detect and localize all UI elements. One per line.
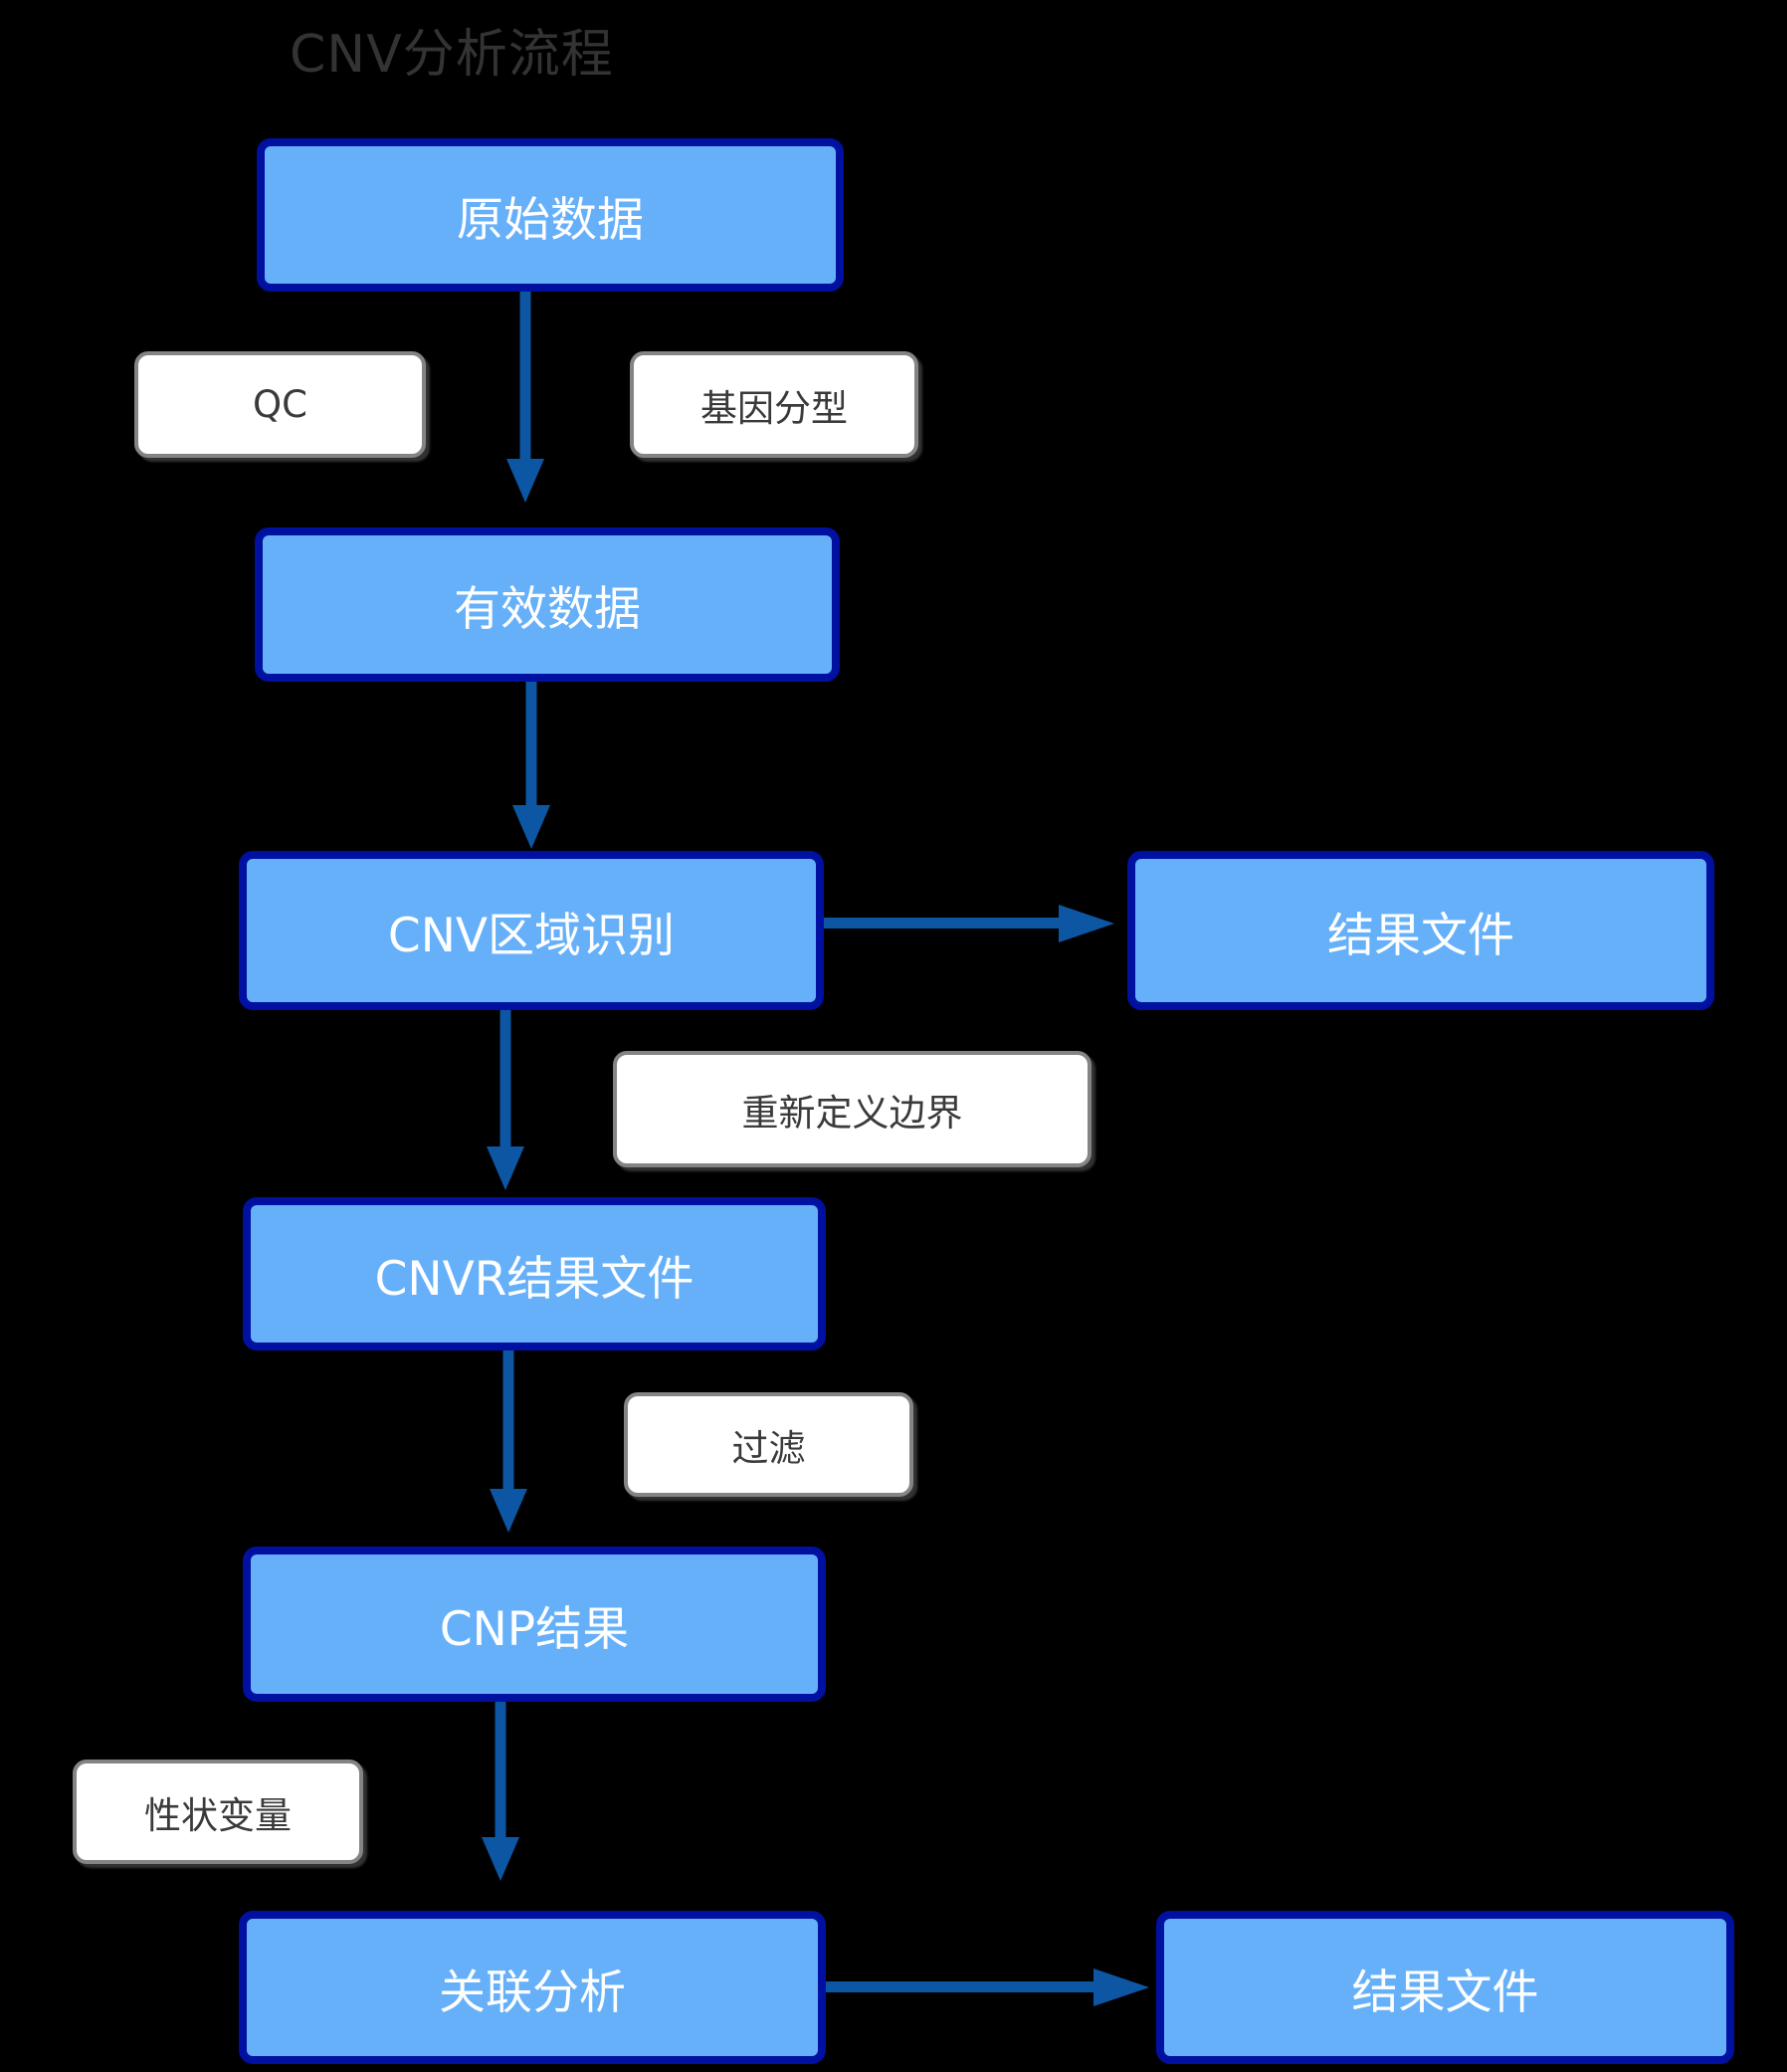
edge-label-trait-variable: 性状变量 bbox=[73, 1760, 363, 1864]
edge-label-qc: QC bbox=[134, 351, 426, 458]
arrow-cnvr-to-cnp bbox=[490, 1350, 527, 1533]
page-title: CNV分析流程 bbox=[290, 25, 614, 85]
arrow-raw-to-valid bbox=[506, 292, 544, 503]
arrow-stem bbox=[499, 1010, 511, 1146]
arrow-head-down-icon bbox=[490, 1489, 527, 1533]
node-result-file-top: 结果文件 bbox=[1127, 851, 1714, 1010]
arrow-stem bbox=[502, 1350, 514, 1489]
arrow-stem bbox=[826, 1981, 1093, 1992]
arrow-head-right-icon bbox=[1059, 905, 1114, 942]
node-valid-data: 有效数据 bbox=[255, 527, 840, 682]
arrow-cnp-to-association bbox=[482, 1702, 519, 1881]
node-association-analysis: 关联分析 bbox=[239, 1911, 826, 2064]
node-cnp-result: CNP结果 bbox=[243, 1547, 826, 1702]
arrow-head-right-icon bbox=[1093, 1968, 1149, 2006]
arrow-head-down-icon bbox=[512, 805, 550, 849]
arrow-cnv-region-to-cnvr bbox=[487, 1010, 524, 1190]
edge-label-genotyping: 基因分型 bbox=[630, 351, 918, 458]
arrow-association-to-result-file bbox=[826, 1968, 1149, 2006]
arrow-stem bbox=[525, 682, 537, 805]
arrow-head-down-icon bbox=[487, 1146, 524, 1190]
edge-label-filter: 过滤 bbox=[624, 1392, 913, 1497]
node-result-file-bottom: 结果文件 bbox=[1156, 1911, 1734, 2064]
edge-label-redefine-boundary: 重新定义边界 bbox=[613, 1051, 1092, 1167]
arrow-stem bbox=[495, 1702, 506, 1837]
arrow-cnv-region-to-result-file bbox=[824, 905, 1114, 942]
node-cnvr-result-file: CNVR结果文件 bbox=[243, 1197, 826, 1350]
arrow-head-down-icon bbox=[482, 1837, 519, 1881]
arrow-stem bbox=[519, 292, 531, 459]
arrow-stem bbox=[824, 918, 1059, 929]
arrow-valid-to-cnv-region bbox=[512, 682, 550, 849]
node-raw-data: 原始数据 bbox=[257, 138, 844, 292]
arrow-head-down-icon bbox=[506, 459, 544, 503]
node-cnv-region-identification: CNV区域识别 bbox=[239, 851, 824, 1010]
